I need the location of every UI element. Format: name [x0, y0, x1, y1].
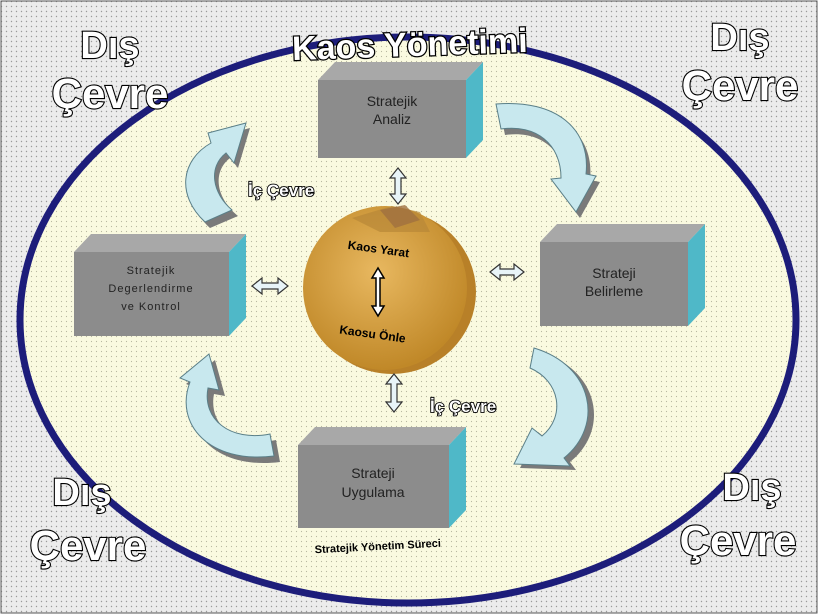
box-left-line2: Degerlendirme [108, 283, 193, 295]
outer-label-bottom-left-line2: Çevre [30, 522, 147, 569]
curved-arrow-top-left [185, 122, 250, 228]
outer-label-bottom-left: Dış Çevre [29, 471, 148, 570]
inner-label-lower: İç Çevre [430, 397, 496, 416]
double-arrow-top [388, 167, 408, 205]
outer-label-bottom-right-line2: Çevre [680, 517, 797, 564]
center-double-arrow [370, 266, 386, 318]
box-right-line1: Strateji [592, 265, 636, 281]
box-top-line2: Analiz [373, 111, 411, 127]
double-arrow-bottom [384, 373, 404, 413]
outer-label-bottom-right-line1: Dış [722, 467, 781, 509]
outer-label-top-left-line1: Dış [80, 25, 139, 67]
box-strateji-uygulama: Strateji Uygulama [298, 427, 466, 528]
box-right-line2: Belirleme [585, 283, 644, 299]
outer-label-top-left: Dış Çevre [51, 24, 170, 118]
inner-label-upper: İç Çevre [248, 181, 314, 200]
box-left-line3: ve Kontrol [121, 301, 181, 313]
outer-label-top-right: Dış Çevre [681, 16, 800, 110]
box-strateji-belirleme: Strateji Belirleme [540, 224, 705, 326]
outer-label-top-left-line2: Çevre [52, 70, 169, 117]
box-stratejik-analiz: Stratejik Analiz [318, 62, 483, 158]
curved-arrow-bottom-right [513, 347, 594, 470]
outer-label-top-right-line1: Dış [710, 17, 769, 59]
outer-label-bottom-left-line1: Dış [52, 472, 111, 514]
box-bottom-line2: Uygulama [341, 484, 404, 500]
box-bottom-line1: Strateji [351, 465, 395, 481]
outer-label-top-right-line2: Çevre [682, 62, 799, 109]
double-arrow-right [489, 262, 525, 282]
curved-arrow-top-right [495, 102, 600, 218]
center-chaos-disc: Kaos Yarat Kaosu Önle [303, 205, 476, 374]
curved-arrow-bottom-left [179, 353, 280, 464]
outer-label-bottom-right: Dış Çevre [679, 466, 798, 565]
box-top-line1: Stratejik [367, 93, 419, 109]
box-stratejik-degerlendirme: Stratejik Degerlendirme ve Kontrol [74, 234, 246, 336]
double-arrow-left [251, 276, 289, 296]
box-left-line1: Stratejik [127, 265, 176, 277]
